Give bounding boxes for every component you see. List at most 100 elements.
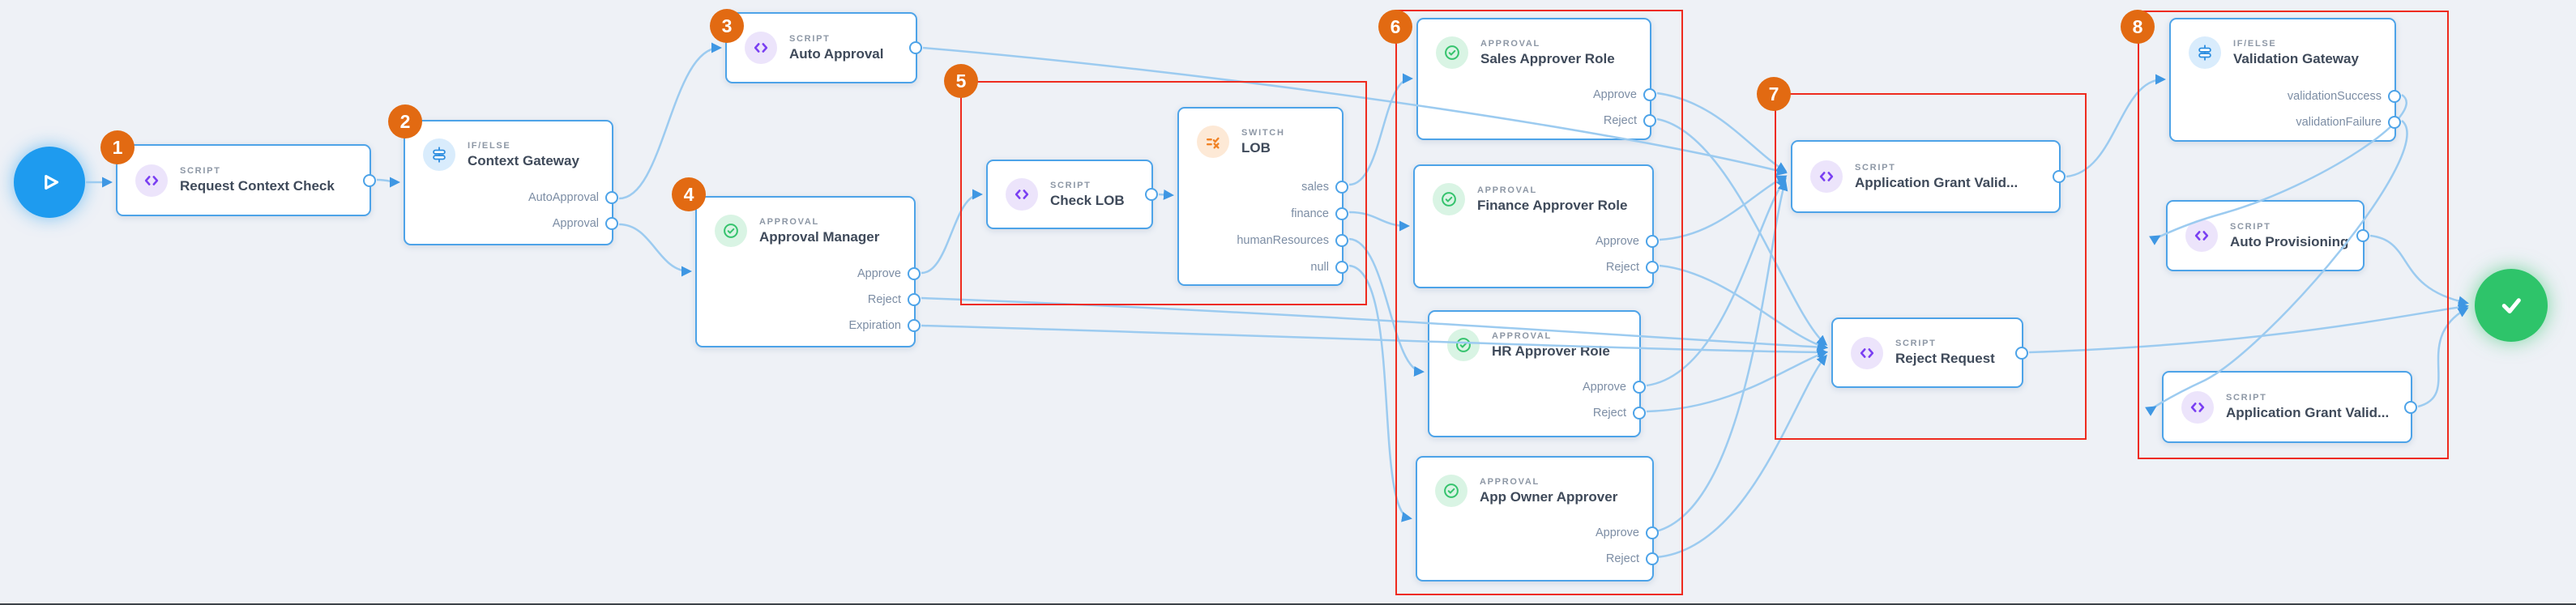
output-port[interactable] <box>2356 229 2369 242</box>
output-port[interactable] <box>1335 260 1348 274</box>
node-type-label: APPROVAL <box>759 216 819 227</box>
node-finance-approver-role[interactable]: APPROVAL Finance Approver Role Approve R… <box>1413 164 1659 288</box>
node-title: Application Grant Valid... <box>2226 405 2390 420</box>
output-label: null <box>1310 260 1329 274</box>
node-title: Context Gateway <box>468 152 579 168</box>
node-hr-approver-role[interactable]: APPROVAL HR Approver Role Approve Reject <box>1428 310 1646 437</box>
node-title: Check LOB <box>1050 192 1125 208</box>
node-auto-provisioning[interactable]: SCRIPT Auto Provisioning <box>2166 200 2369 271</box>
node-type-label: SCRIPT <box>2226 393 2267 403</box>
step-badge-7: 7 <box>1757 77 1791 111</box>
node-lob-switch[interactable]: SWITCH LOB sales finance humanResources … <box>1177 107 1348 286</box>
output-port[interactable] <box>1646 261 1659 274</box>
branch-icon <box>2189 36 2221 69</box>
output-port[interactable] <box>908 267 921 280</box>
code-icon <box>2185 219 2218 252</box>
output-port[interactable] <box>2053 170 2065 183</box>
output-row: validationFailure <box>2171 109 2401 135</box>
output-port[interactable] <box>605 217 618 230</box>
node-type-label: IF/ELSE <box>468 140 511 151</box>
node-type-label: SCRIPT <box>180 166 221 176</box>
output-port[interactable] <box>1633 407 1646 420</box>
output-port[interactable] <box>2388 90 2401 103</box>
node-auto-approval[interactable]: SCRIPT Auto Approval <box>725 12 922 83</box>
code-icon <box>1810 160 1843 193</box>
output-row: humanResources <box>1179 227 1348 254</box>
output-label: Approval <box>552 217 599 230</box>
node-reject-request[interactable]: SCRIPT Reject Request <box>1831 317 2028 388</box>
node-type-label: SCRIPT <box>789 33 831 44</box>
node-title: Application Grant Valid... <box>1855 174 2019 190</box>
end-node[interactable] <box>2475 269 2548 342</box>
node-type-label: IF/ELSE <box>2233 38 2277 49</box>
output-port[interactable] <box>1643 88 1656 101</box>
node-type-label: SCRIPT <box>1855 162 1896 173</box>
output-port[interactable] <box>1646 552 1659 565</box>
output-port[interactable] <box>1633 381 1646 394</box>
node-app-owner-approver[interactable]: APPROVAL App Owner Approver Approve Reje… <box>1416 456 1659 582</box>
node-sales-approver-role[interactable]: APPROVAL Sales Approver Role Approve Rej… <box>1416 18 1656 140</box>
play-icon <box>45 174 59 190</box>
output-port[interactable] <box>1335 180 1348 194</box>
output-port[interactable] <box>1335 207 1348 220</box>
node-context-gateway[interactable]: IF/ELSE Context Gateway AutoApproval App… <box>404 120 618 245</box>
step-badge-2: 2 <box>388 104 422 138</box>
output-label: Approve <box>1582 381 1626 394</box>
output-port[interactable] <box>1646 235 1659 248</box>
node-type-label: SWITCH <box>1241 127 1285 138</box>
start-node[interactable] <box>14 147 85 218</box>
node-approval-manager[interactable]: APPROVAL Approval Manager Approve Reject… <box>695 196 921 347</box>
step-badge-5: 5 <box>944 64 978 98</box>
node-type-label: APPROVAL <box>1480 476 1540 487</box>
code-icon <box>1006 178 1038 211</box>
branch-icon <box>423 138 455 171</box>
output-row: sales <box>1179 173 1348 200</box>
output-port[interactable] <box>2388 116 2401 129</box>
output-port[interactable] <box>908 293 921 306</box>
output-label: Approve <box>1595 526 1639 539</box>
output-row: Approve <box>1417 520 1659 546</box>
node-title: Auto Approval <box>789 45 884 62</box>
node-type-label: SCRIPT <box>1895 339 1937 348</box>
node-application-grant-validation[interactable]: SCRIPT Application Grant Valid... <box>1791 140 2065 213</box>
node-title: App Owner Approver <box>1480 488 1618 505</box>
node-check-lob[interactable]: SCRIPT Check LOB <box>986 160 1158 229</box>
node-title: HR Approver Role <box>1492 343 1610 359</box>
output-label: Approve <box>1595 235 1639 248</box>
output-label: Reject <box>867 293 901 306</box>
node-type-label: APPROVAL <box>1492 330 1552 341</box>
check-circle-icon <box>1433 183 1465 215</box>
output-port[interactable] <box>1145 188 1158 201</box>
output-port[interactable] <box>1335 233 1348 247</box>
output-label: Reject <box>1603 114 1637 127</box>
output-port[interactable] <box>909 41 922 54</box>
node-validation-gateway[interactable]: IF/ELSE Validation Gateway validationSuc… <box>2169 18 2401 142</box>
output-label: Reject <box>1605 261 1639 274</box>
output-port[interactable] <box>1643 114 1656 127</box>
step-badge-6: 6 <box>1378 10 1412 44</box>
output-port[interactable] <box>2404 400 2417 414</box>
output-row: Reject <box>1429 400 1646 426</box>
node-type-label: SCRIPT <box>2230 221 2271 232</box>
output-row: Approve <box>697 261 921 287</box>
output-row: validationSuccess <box>2171 83 2401 109</box>
output-port[interactable] <box>363 173 376 187</box>
check-circle-icon <box>1435 475 1467 507</box>
output-port[interactable] <box>2015 346 2028 360</box>
node-request-context-check[interactable]: SCRIPT Request Context Check <box>116 144 376 216</box>
output-port[interactable] <box>605 191 618 204</box>
output-row: Approve <box>1418 82 1656 108</box>
bottom-divider <box>0 603 2576 605</box>
output-port[interactable] <box>1646 526 1659 539</box>
output-label: humanResources <box>1237 233 1329 247</box>
node-title: Reject Request <box>1895 351 1995 366</box>
check-circle-icon <box>1447 329 1480 361</box>
output-label: AutoApproval <box>528 191 599 204</box>
output-port[interactable] <box>908 319 921 332</box>
node-title: Auto Provisioning <box>2230 233 2349 249</box>
node-application-grant-validation-2[interactable]: SCRIPT Application Grant Valid... <box>2162 371 2417 443</box>
switch-icon <box>1197 126 1229 158</box>
code-icon <box>745 32 777 64</box>
code-icon <box>135 164 168 197</box>
